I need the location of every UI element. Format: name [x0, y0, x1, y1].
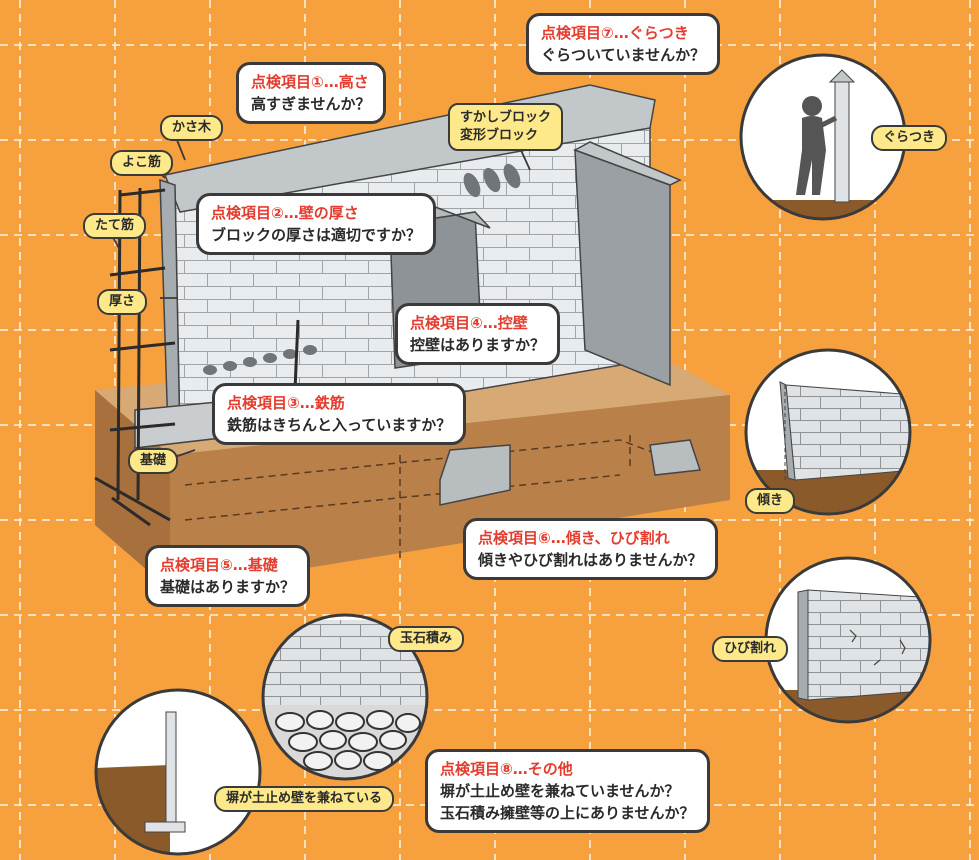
check-item-1: 点検項目①…高さ 高すぎませんか？ — [236, 62, 386, 124]
circle-hibiware — [764, 556, 932, 724]
label-sukashi-line1: すかしブロック — [460, 110, 552, 125]
label-sukashi-block: すかしブロック 変形ブロック — [448, 103, 564, 151]
check-item-3: 点検項目③…鉄筋 鉄筋はきちんと入っていますか？ — [212, 383, 467, 445]
check-item-6-body: 傾きやひび割れはありませんか？ — [478, 551, 703, 569]
check-item-8-body-2: 玉石積み擁壁等の上にありませんか？ — [440, 804, 695, 822]
label-hibiware: ひび割れ — [712, 636, 789, 662]
check-item-1-body: 高すぎませんか？ — [251, 95, 371, 113]
check-item-8-title: 点検項目⑧…その他 — [440, 760, 573, 778]
check-item-3-title: 点検項目③…鉄筋 — [227, 394, 345, 412]
check-item-3-body: 鉄筋はきちんと入っていますか？ — [227, 416, 452, 434]
check-item-4-title: 点検項目④…控壁 — [410, 314, 528, 332]
check-item-1-title: 点検項目①…高さ — [251, 73, 369, 91]
check-item-2-body: ブロックの厚さは適切ですか？ — [211, 226, 422, 244]
label-atsusa: 厚さ — [97, 289, 148, 315]
check-item-5-title: 点検項目⑤…基礎 — [160, 556, 278, 574]
check-item-4: 点検項目④…控壁 控壁はありますか？ — [395, 303, 561, 365]
check-item-8-body-1: 塀が土止め壁を兼ねていませんか？ — [440, 782, 680, 800]
check-item-6-title: 点検項目⑥…傾き、ひび割れ — [478, 529, 670, 547]
label-tatesuji: たて筋 — [83, 213, 147, 239]
check-item-6: 点検項目⑥…傾き、ひび割れ 傾きやひび割れはありませんか？ — [463, 518, 718, 580]
check-item-7-title: 点検項目⑦…ぐらつき — [541, 24, 689, 42]
label-guratsuki: ぐらつき — [871, 125, 948, 151]
check-item-8: 点検項目⑧…その他 塀が土止め壁を兼ねていませんか？ 玉石積み擁壁等の上にありま… — [425, 749, 710, 833]
circle-tamaishi — [261, 613, 429, 781]
label-tamaishi: 玉石積み — [388, 626, 465, 652]
check-item-5: 点検項目⑤…基礎 基礎はありますか？ — [145, 545, 311, 607]
check-item-4-body: 控壁はありますか？ — [410, 336, 546, 354]
label-sukashi-line2: 変形ブロック — [460, 128, 539, 143]
label-dodome: 塀が土止め壁を兼ねている — [214, 786, 395, 812]
check-item-2-title: 点検項目②…壁の厚さ — [211, 204, 359, 222]
check-item-5-body: 基礎はありますか？ — [160, 578, 296, 596]
check-item-7: 点検項目⑦…ぐらつき ぐらついていませんか？ — [526, 13, 721, 75]
label-yokosuji: よこ筋 — [110, 150, 174, 176]
label-kasagi: かさ木 — [160, 115, 224, 141]
label-kiso: 基礎 — [128, 448, 179, 474]
check-item-7-body: ぐらついていませんか？ — [541, 46, 706, 64]
circle-dodome — [94, 688, 262, 856]
label-katamuki: 傾き — [745, 488, 796, 514]
check-item-2: 点検項目②…壁の厚さ ブロックの厚さは適切ですか？ — [196, 193, 437, 255]
